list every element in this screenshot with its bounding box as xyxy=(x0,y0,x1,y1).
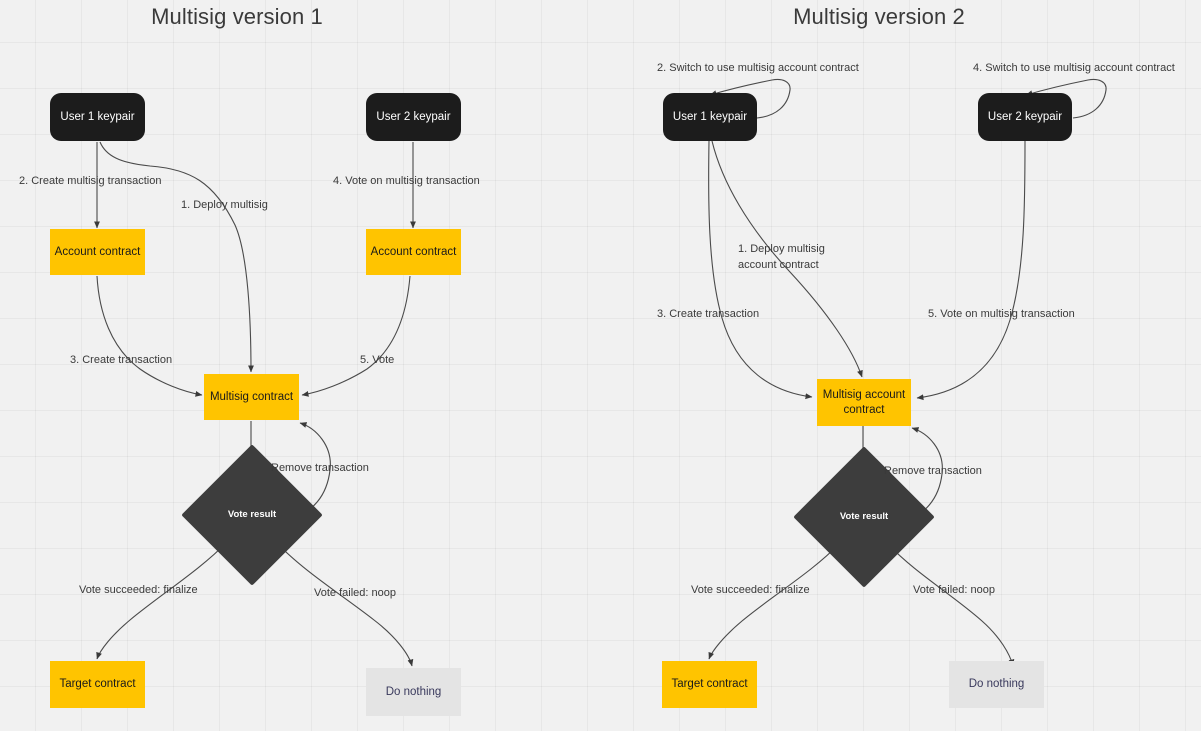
node-v1-target-contract[interactable]: Target contract xyxy=(50,661,145,708)
node-label: Vote result xyxy=(227,508,277,520)
edge-v2-vote-to-noop xyxy=(887,543,1015,667)
node-v1-do-nothing[interactable]: Do nothing xyxy=(366,668,461,716)
edge-label-v2-switch-user2: 4. Switch to use multisig account contra… xyxy=(973,62,1175,74)
node-v1-multisig-contract[interactable]: Multisig contract xyxy=(204,374,299,420)
edge-v2-vote-to-target xyxy=(708,543,840,660)
edge-label-v1-remove-transaction: Remove transaction xyxy=(271,462,369,474)
node-v2-user2-keypair[interactable]: User 2 keypair xyxy=(978,93,1072,141)
edge-label-v2-deploy-multisig-account-contract: 1. Deploy multisig account contract xyxy=(738,242,858,274)
node-label: User 1 keypair xyxy=(672,110,748,123)
node-label: Multisig account contract xyxy=(822,389,906,416)
edge-label-line-1: 1. Deploy multisig xyxy=(738,243,825,255)
node-v2-user1-keypair[interactable]: User 1 keypair xyxy=(663,93,757,141)
edge-label-v1-create-multisig-transaction: 2. Create multisig transaction xyxy=(19,175,162,187)
node-label: Vote result xyxy=(839,510,889,522)
edge-label-v1-vote-succeeded: Vote succeeded: finalize xyxy=(79,584,198,596)
node-v1-user2-keypair[interactable]: User 2 keypair xyxy=(366,93,461,141)
edge-label-v1-vote: 5. Vote xyxy=(360,354,395,366)
node-label: Do nothing xyxy=(968,678,1025,691)
edge-v1-account1-to-multisig xyxy=(96,275,203,397)
edge-label-v1-vote-on-multisig-transaction: 4. Vote on multisig transaction xyxy=(333,175,480,187)
edge-v2-user2-to-multisig xyxy=(916,140,1026,401)
edge-label-v2-switch-user1: 2. Switch to use multisig account contra… xyxy=(657,62,859,74)
node-label: Multisig contract xyxy=(209,390,294,403)
node-label: User 1 keypair xyxy=(60,110,135,123)
node-label: User 2 keypair xyxy=(987,110,1063,123)
node-v2-target-contract[interactable]: Target contract xyxy=(662,661,757,708)
edge-label-v1-create-transaction: 3. Create transaction xyxy=(70,354,173,366)
diagram-title-v2: Multisig version 2 xyxy=(793,4,965,29)
edge-label-v2-create-transaction: 3. Create transaction xyxy=(657,308,760,320)
node-label: Target contract xyxy=(59,678,136,691)
node-v1-user1-keypair[interactable]: User 1 keypair xyxy=(50,93,145,141)
node-v1-account-contract-2[interactable]: Account contract xyxy=(366,229,461,275)
node-v2-do-nothing[interactable]: Do nothing xyxy=(949,661,1044,708)
node-label: Account contract xyxy=(370,245,457,258)
edge-v1-account2-to-multisig xyxy=(301,275,411,397)
edge-label-v2-vote-on-multisig-transaction: 5. Vote on multisig transaction xyxy=(928,308,1075,320)
edge-label-v2-vote-failed: Vote failed: noop xyxy=(913,584,995,596)
node-v1-account-contract-1[interactable]: Account contract xyxy=(50,229,145,275)
edge-label-v2-remove-transaction: Remove transaction xyxy=(884,465,982,477)
edge-v1-vote-to-target xyxy=(96,541,228,660)
edge-label-line-2: account contract xyxy=(738,258,819,271)
edge-v1-vote-to-noop xyxy=(275,541,414,667)
node-v2-multisig-account-contract[interactable]: Multisig account contract xyxy=(817,379,911,426)
edge-label-v1-deploy-multisig: 1. Deploy multisig xyxy=(181,199,268,211)
edge-label-v2-vote-succeeded: Vote succeeded: finalize xyxy=(691,584,810,596)
edge-label-v1-vote-failed: Vote failed: noop xyxy=(314,587,396,599)
node-label: Target contract xyxy=(671,678,748,691)
node-label: Account contract xyxy=(54,245,141,258)
node-label: Do nothing xyxy=(385,685,442,698)
diagram-title-v1: Multisig version 1 xyxy=(151,4,323,29)
node-label: User 2 keypair xyxy=(376,110,451,123)
